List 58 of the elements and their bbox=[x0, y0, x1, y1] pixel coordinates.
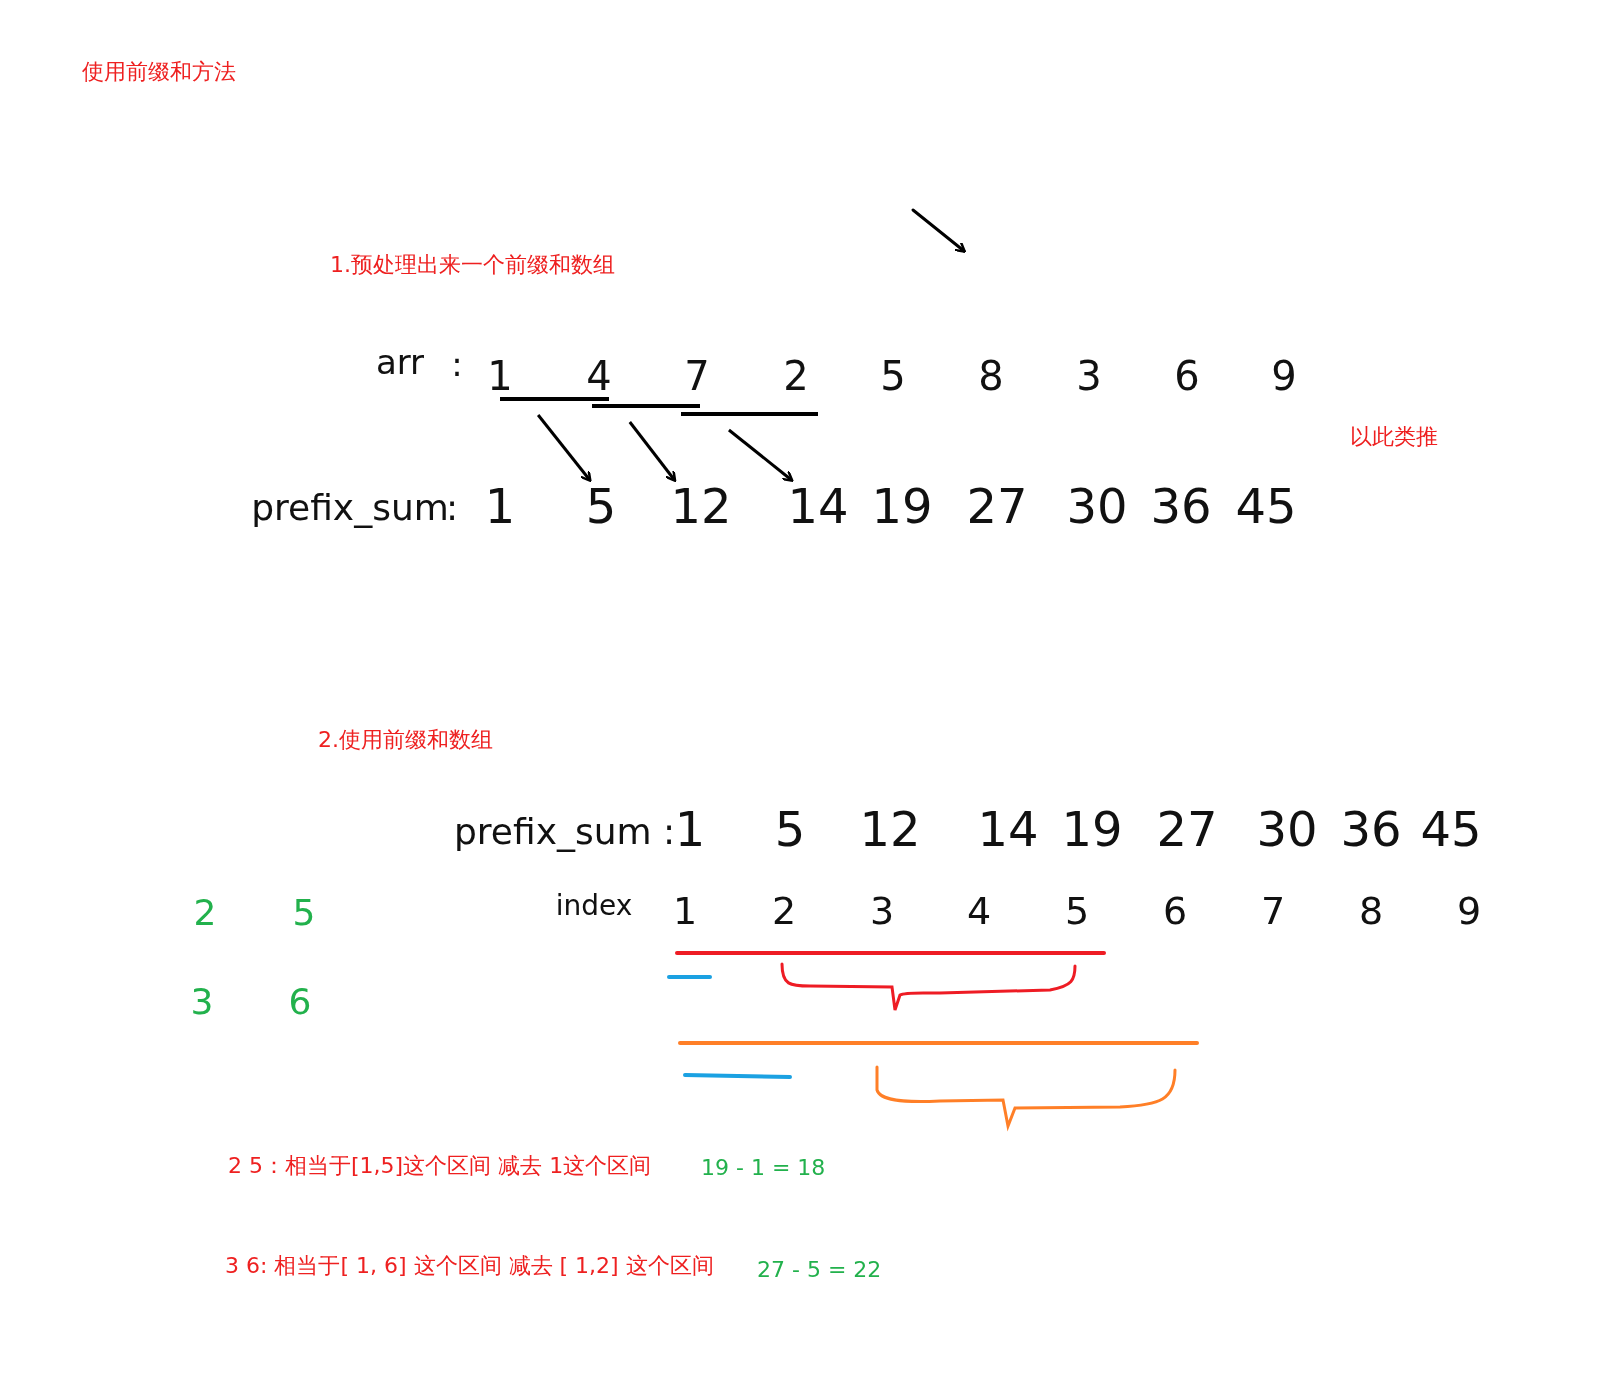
query-bound: 2 bbox=[193, 895, 217, 931]
explanation: 2 5：相当于[1,5]这个区间 减去 1这个区间 bbox=[228, 1155, 652, 1177]
index-value: 8 bbox=[1358, 892, 1384, 930]
calculation: 27 - 5 = 22 bbox=[757, 1259, 882, 1281]
prefix-sum-value: 5 bbox=[774, 805, 806, 853]
index-value: 4 bbox=[966, 892, 992, 930]
step-heading: 2.使用前缀和数组 bbox=[318, 729, 493, 751]
prefix-sum-value: 45 bbox=[1235, 482, 1297, 530]
underline-bar bbox=[592, 404, 700, 408]
array-value: 9 bbox=[1271, 356, 1297, 396]
index-value: 9 bbox=[1456, 892, 1482, 930]
prefix-sum-value: 14 bbox=[787, 482, 849, 530]
array-value: 6 bbox=[1174, 356, 1200, 396]
prefix-sum-value: 45 bbox=[1420, 805, 1482, 853]
prefix-sum-value: 27 bbox=[1156, 805, 1218, 853]
underline-bar bbox=[500, 397, 609, 401]
title: 使用前缀和方法 bbox=[82, 61, 236, 83]
arrow bbox=[728, 428, 794, 482]
prefix-sum-value: 19 bbox=[1061, 805, 1123, 853]
index-value: 3 bbox=[869, 892, 895, 930]
colon: : bbox=[451, 347, 463, 381]
index-value: 6 bbox=[1162, 892, 1188, 930]
prefix-sum-value: 19 bbox=[871, 482, 933, 530]
prefix-sum-value: 12 bbox=[670, 482, 732, 530]
prefix-sum-value: 1 bbox=[484, 482, 516, 530]
index-value: 1 bbox=[672, 892, 698, 930]
query-bound: 6 bbox=[288, 984, 312, 1020]
prefix-sum-value: 36 bbox=[1150, 482, 1212, 530]
row-label: prefix_sum : bbox=[454, 814, 676, 850]
array-value: 1 bbox=[487, 356, 513, 396]
explanation: 3 6: 相当于[ 1, 6] 这个区间 减去 [ 1,2] 这个区间 bbox=[225, 1255, 714, 1277]
array-value: 7 bbox=[684, 356, 710, 396]
array-value: 2 bbox=[783, 356, 809, 396]
prefix-sum-value: 30 bbox=[1066, 482, 1128, 530]
prefix-sum-value: 12 bbox=[859, 805, 921, 853]
prefix-sum-value: 30 bbox=[1256, 805, 1318, 853]
prefix-sum-value: 36 bbox=[1340, 805, 1402, 853]
index-value: 7 bbox=[1260, 892, 1286, 930]
row-label: arr bbox=[375, 345, 425, 379]
index-value: 2 bbox=[771, 892, 797, 930]
calculation: 19 - 1 = 18 bbox=[701, 1157, 826, 1179]
prefix-sum-value: 5 bbox=[585, 482, 617, 530]
underline-bar bbox=[681, 412, 818, 416]
note: 以此类推 bbox=[1350, 426, 1438, 448]
row-label: index bbox=[555, 892, 633, 920]
arrow bbox=[628, 421, 677, 483]
index-value: 5 bbox=[1064, 892, 1090, 930]
array-value: 4 bbox=[586, 356, 612, 396]
array-value: 3 bbox=[1076, 356, 1102, 396]
prefix-sum-value: 14 bbox=[977, 805, 1039, 853]
arrow bbox=[536, 414, 592, 483]
step-heading: 1.预处理出来一个前缀和数组 bbox=[330, 254, 615, 276]
array-value: 8 bbox=[978, 356, 1004, 396]
prefix-sum-value: 27 bbox=[966, 482, 1028, 530]
query-bound: 5 bbox=[292, 895, 316, 931]
prefix-sum-value: 1 bbox=[674, 805, 706, 853]
array-value: 5 bbox=[880, 356, 906, 396]
query-bound: 3 bbox=[190, 984, 214, 1020]
